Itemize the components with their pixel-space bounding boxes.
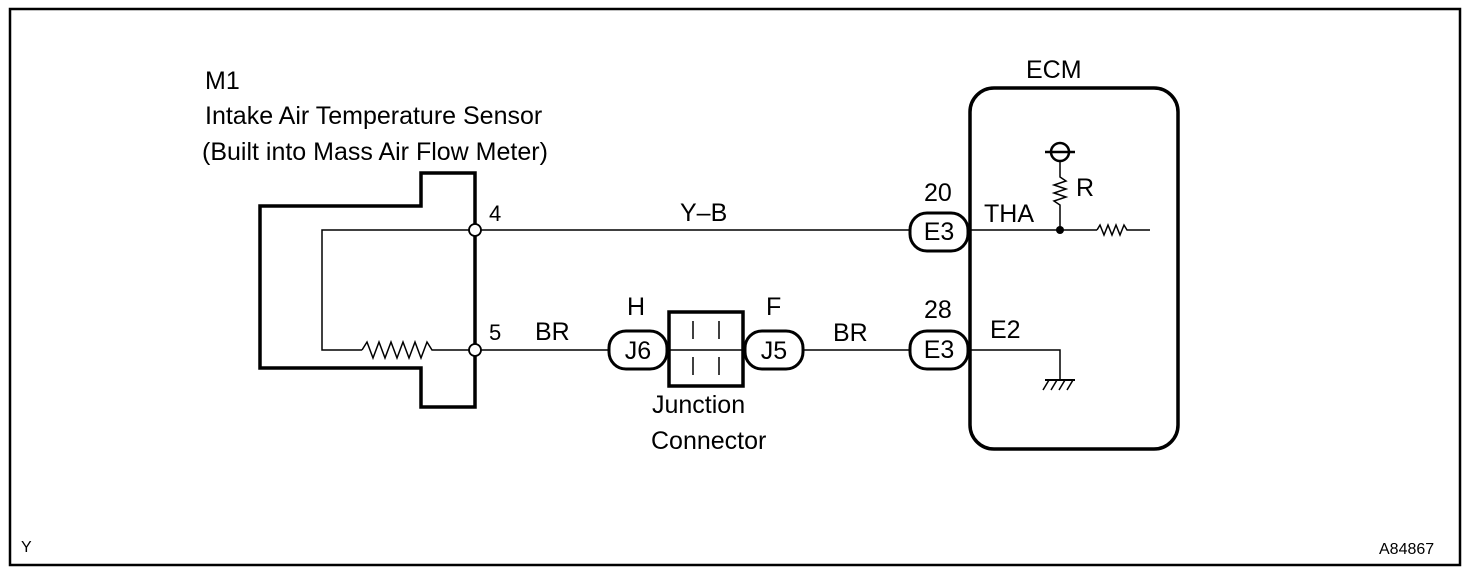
sensor-thermistor (361, 339, 475, 361)
connector-e3-bottom-box (908, 329, 970, 371)
ground-icon-hatch-3 (1058, 379, 1066, 391)
junction-pin-h: H (627, 293, 645, 321)
ground-icon-hatch-2 (1050, 379, 1058, 391)
sensor-housing (258, 171, 477, 409)
junction-label-line1: Junction (652, 391, 745, 419)
sensor-note: (Built into Mass Air Flow Meter) (202, 138, 548, 166)
connector-e3-bottom-label: E3 (924, 336, 955, 364)
connector-j5-box (743, 329, 805, 371)
ecm-terminal-e2: E2 (990, 316, 1021, 344)
junction-label-line2: Connector (651, 427, 766, 455)
ecm-e2-line (970, 349, 1061, 380)
wire-y-b-label: Y–B (680, 199, 727, 227)
sensor-pin-4-node (468, 223, 482, 237)
ecm-input-resistor (1096, 222, 1150, 238)
sensor-pin-5-node (468, 343, 482, 357)
ecm-pin-28: 28 (924, 296, 952, 324)
ecm-box (968, 86, 1180, 451)
sensor-code: M1 (205, 67, 240, 95)
wire-br-right-label: BR (833, 319, 868, 347)
corner-label: Y (21, 539, 32, 556)
connector-e3-top-label: E3 (924, 218, 955, 246)
connector-e3-top-box (908, 211, 970, 253)
ground-icon-hatch-4 (1066, 379, 1074, 391)
connector-j5-label: J5 (761, 337, 787, 365)
junction-connector-box (667, 310, 745, 388)
ecm-title: ECM (1026, 56, 1082, 84)
ecm-resistor-label: R (1076, 174, 1094, 202)
connector-j6-label: J6 (625, 337, 651, 365)
ground-icon-hatch-1 (1042, 379, 1050, 391)
ecm-pin-20: 20 (924, 179, 952, 207)
ecm-pullup-resistor (1051, 161, 1069, 230)
wire-br-left-label: BR (535, 318, 570, 346)
junction-pin-f: F (766, 293, 781, 321)
diagram-frame (8, 7, 1462, 567)
ecm-terminal-tha: THA (984, 200, 1034, 228)
sensor-internal-wire (321, 229, 475, 351)
figure-id: A84867 (1379, 541, 1434, 558)
sensor-name: Intake Air Temperature Sensor (205, 102, 542, 130)
sensor-pin-4-label: 4 (489, 201, 501, 226)
sensor-pin-5-label: 5 (489, 320, 501, 345)
connector-j6-box (607, 329, 669, 371)
